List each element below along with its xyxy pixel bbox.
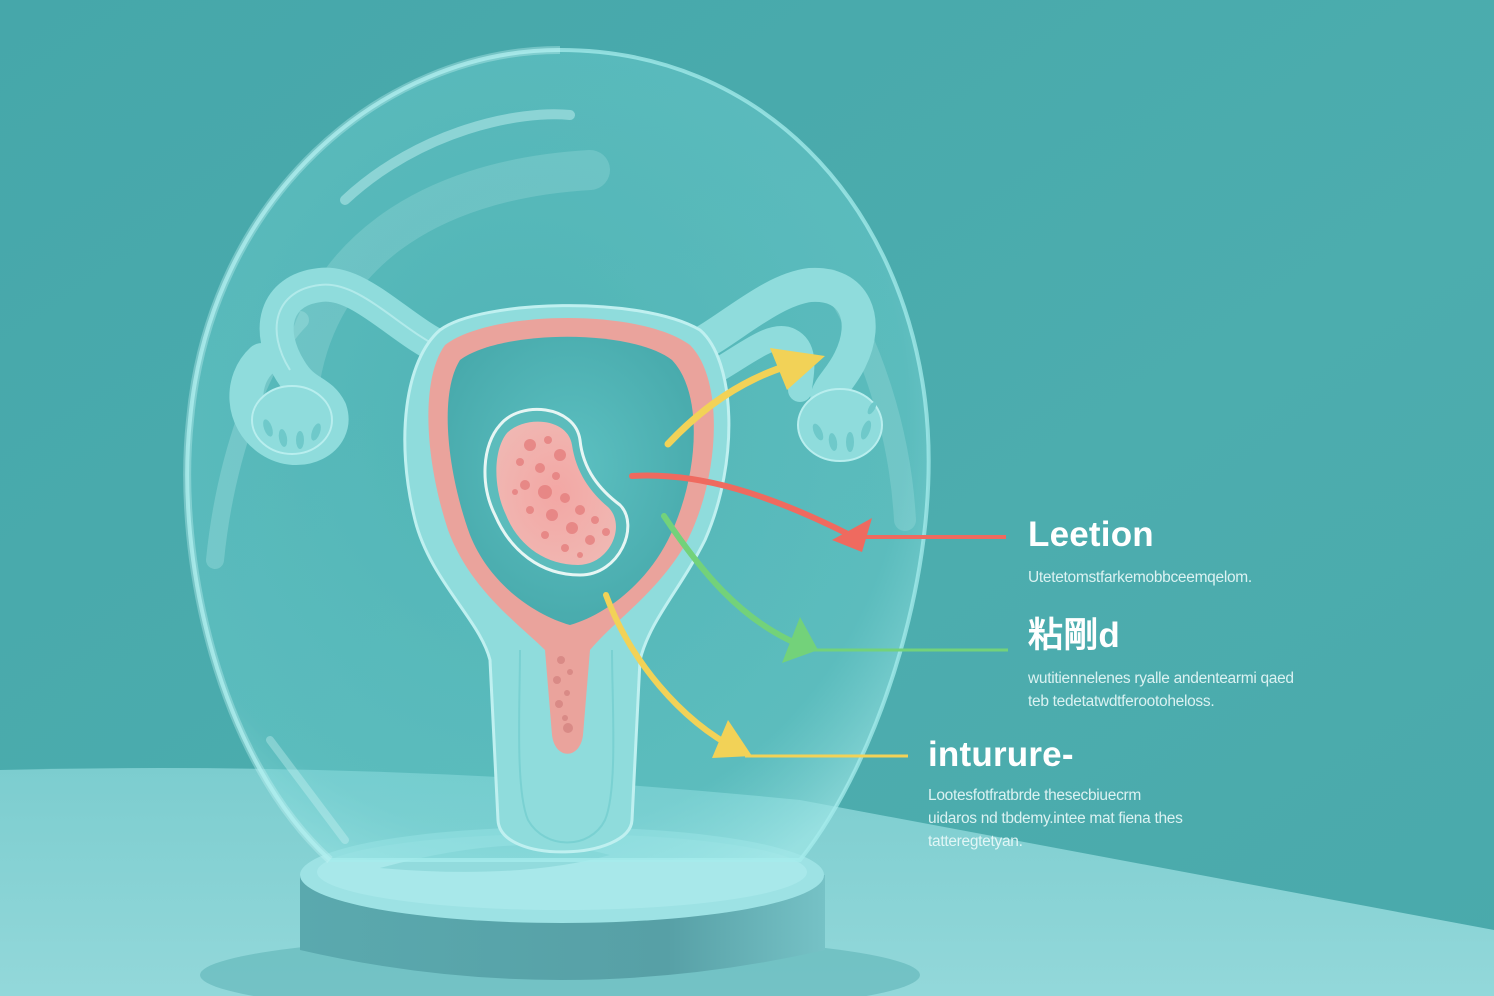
arrow-yellow-inturure [603, 592, 908, 758]
description-line: teb tedetatwdtferootoheloss. [1028, 693, 1215, 710]
description-line: uidaros nd tbdemy.intee mat fiena thes [928, 810, 1183, 827]
callout-title: 粘剛d [1028, 616, 1120, 655]
callout-title: Leetion [1028, 515, 1154, 554]
arrow-red-lesion [629, 472, 1006, 552]
description-line: tatteregtetyan. [928, 833, 1023, 850]
callout-description: wutitiennelenes ryalle andentearmi qaed … [1028, 667, 1294, 713]
right-ovary [797, 388, 883, 462]
arrow-yellow-top [664, 348, 825, 448]
lesion-mass [483, 407, 630, 577]
arrow-green-adhesion [661, 513, 1008, 663]
callout-description: Lootesfotfratbrde thesecbiuecrm uidaros … [928, 784, 1183, 853]
callout-adhesion: 粘剛d wutitiennelenes ryalle andentearmi q… [1028, 618, 1294, 713]
uterus [229, 267, 883, 854]
callout-description: Utetetomstfarkemobbceemqelom. [1028, 566, 1252, 589]
callout-lesion: Leetion Utetetomstfarkemobbceemqelom. [1028, 517, 1252, 589]
description-line: Lootesfotfratbrde thesecbiuecrm [928, 787, 1141, 804]
left-ovary [251, 385, 333, 455]
callout-inturure: inturure- Lootesfotfratbrde thesecbiuecr… [928, 737, 1183, 853]
description-line: wutitiennelenes ryalle andentearmi qaed [1028, 670, 1294, 687]
description-line: Utetetomstfarkemobbceemqelom. [1028, 569, 1252, 586]
callout-title: inturure- [928, 735, 1074, 774]
